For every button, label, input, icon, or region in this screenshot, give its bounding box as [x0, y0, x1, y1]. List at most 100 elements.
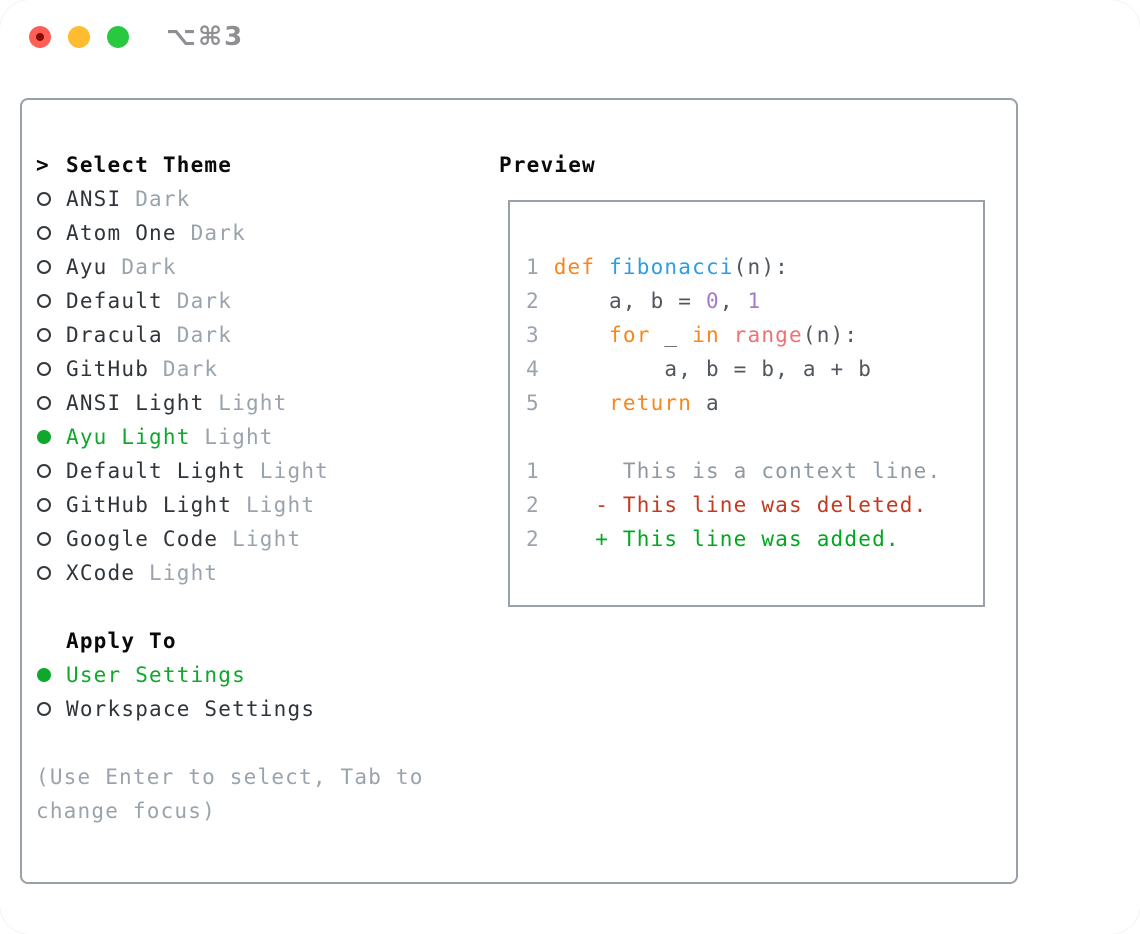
code-segment-plain	[595, 255, 609, 279]
option-label: User Settings	[66, 663, 246, 687]
theme-option[interactable]: Ayu Dark	[36, 250, 424, 284]
radio-icon	[37, 532, 51, 546]
theme-list-header-row: > Select Theme	[36, 148, 424, 182]
theme-option[interactable]: ANSI Dark	[36, 182, 424, 216]
code-segment-kw: in	[692, 323, 720, 347]
theme-list-title: Select Theme	[66, 153, 233, 177]
spacer	[36, 590, 424, 624]
code-segment-plain: a, b = b, a + b	[539, 357, 873, 381]
option-label: Default Light	[66, 459, 246, 483]
option-variant-label: Dark	[176, 221, 246, 245]
code-segment-num: 1	[526, 255, 540, 279]
code-line: 2 - This line was deleted.	[526, 488, 941, 522]
radio-icon	[37, 498, 51, 512]
code-segment-add: + This line was added.	[595, 527, 900, 551]
option-variant-label: Dark	[162, 323, 233, 347]
radio-icon	[37, 362, 51, 376]
option-label: Atom One	[66, 221, 177, 245]
code-segment-plain	[540, 527, 595, 551]
radio-icon	[37, 192, 51, 206]
option-variant-label: Light	[190, 425, 274, 449]
code-segment-call: range	[733, 323, 803, 347]
spacer	[36, 726, 424, 760]
apply-to-header-row: Apply To	[36, 624, 424, 658]
theme-option[interactable]: Dracula Dark	[36, 318, 424, 352]
code-segment-plain: (n):	[802, 323, 859, 347]
apply-to-option[interactable]: User Settings	[36, 658, 424, 692]
radio-icon	[37, 226, 51, 240]
theme-option[interactable]: GitHub Dark	[36, 352, 424, 386]
theme-option[interactable]: Ayu Light Light	[36, 420, 424, 454]
option-variant-label: Light	[218, 527, 302, 551]
apply-to-title: Apply To	[66, 629, 177, 653]
option-label: Default	[66, 289, 163, 313]
code-segment-plain	[540, 323, 609, 347]
code-line: 3 for _ in range(n):	[526, 318, 941, 352]
code-line: 1 def fibonacci(n):	[526, 250, 941, 284]
close-modified-dot-icon	[36, 33, 44, 41]
code-segment-kw: return	[609, 391, 693, 415]
hint-line-1: (Use Enter to select, Tab to	[36, 765, 424, 789]
option-label: Ayu Light	[66, 425, 191, 449]
titlebar: ⌥⌘3	[0, 0, 1140, 76]
option-label: ANSI Light	[66, 391, 205, 415]
option-variant-label: Dark	[162, 289, 233, 313]
code-segment-plain: _	[650, 323, 693, 347]
option-variant-label: Dark	[121, 187, 191, 211]
code-segment-num: 2	[526, 493, 540, 517]
theme-option[interactable]: Default Dark	[36, 284, 424, 318]
hint-line-2: change focus)	[36, 799, 216, 823]
theme-option[interactable]: GitHub Light Light	[36, 488, 424, 522]
code-line: 2 a, b = 0, 1	[526, 284, 941, 318]
code-segment-plain: a	[692, 391, 720, 415]
code-line: 2 + This line was added.	[526, 522, 941, 556]
code-segment-plain	[540, 493, 595, 517]
window-title: ⌥⌘3	[166, 22, 245, 52]
option-label: ANSI	[66, 187, 122, 211]
radio-selected-icon	[37, 430, 51, 444]
option-label: GitHub Light	[66, 493, 233, 517]
theme-option[interactable]: Google Code Light	[36, 522, 424, 556]
code-segment-num: 3	[526, 323, 540, 347]
option-variant-label: Dark	[107, 255, 177, 279]
code-segment-ctx: This is a context line.	[539, 459, 942, 483]
option-label: XCode	[66, 561, 136, 585]
preview-header-row: Preview	[499, 148, 596, 182]
option-variant-label: Light	[232, 493, 316, 517]
option-variant-label: Light	[135, 561, 219, 585]
code-line: 5 return a	[526, 386, 941, 420]
code-segment-num: 1	[526, 459, 540, 483]
radio-selected-icon	[37, 668, 51, 682]
preview-title: Preview	[499, 153, 596, 177]
code-segment-plain: ,	[719, 289, 748, 313]
theme-option[interactable]: XCode Light	[36, 556, 424, 590]
hint-text: (Use Enter to select, Tab to change focu…	[36, 760, 424, 828]
radio-icon	[37, 260, 51, 274]
radio-icon	[37, 294, 51, 308]
radio-icon	[37, 464, 51, 478]
code-segment-num: 5	[526, 391, 540, 415]
code-segment-lit: 1	[747, 289, 762, 313]
code-segment-num: 2	[526, 289, 540, 313]
option-label: Ayu	[66, 255, 108, 279]
close-button[interactable]	[29, 26, 51, 48]
option-label: Dracula	[66, 323, 163, 347]
code-segment-plain	[720, 323, 734, 347]
option-variant-label: Light	[204, 391, 288, 415]
minimize-button[interactable]	[68, 26, 90, 48]
zoom-button[interactable]	[107, 26, 129, 48]
radio-icon	[37, 328, 51, 342]
theme-option[interactable]: Atom One Dark	[36, 216, 424, 250]
theme-option[interactable]: Default Light Light	[36, 454, 424, 488]
radio-icon	[37, 396, 51, 410]
selection-prompt-icon: >	[36, 153, 50, 177]
theme-option[interactable]: ANSI Light Light	[36, 386, 424, 420]
code-line: 1 This is a context line.	[526, 454, 941, 488]
code-line: 4 a, b = b, a + b	[526, 352, 941, 386]
apply-to-option[interactable]: Workspace Settings	[36, 692, 424, 726]
